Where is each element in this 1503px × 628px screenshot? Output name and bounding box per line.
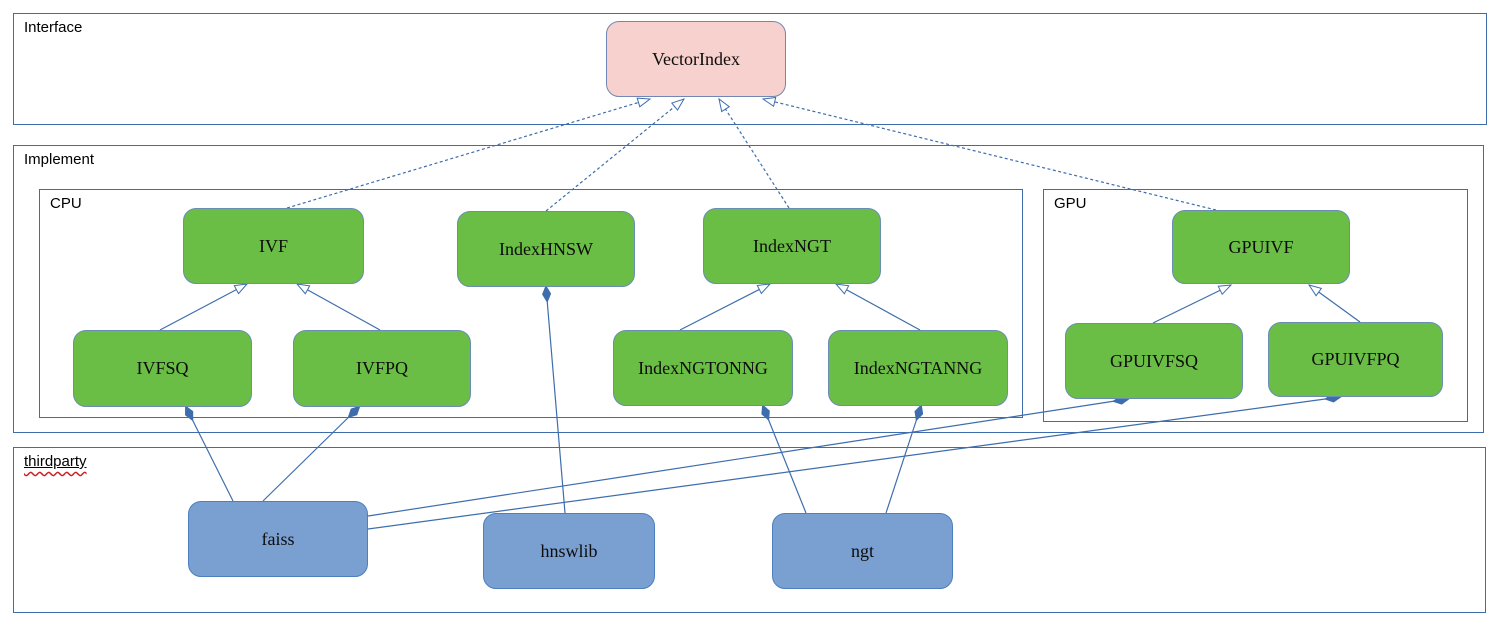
node-gpuivfpq-label: GPUIVFPQ bbox=[1311, 349, 1400, 369]
node-indexngt: IndexNGT bbox=[703, 208, 881, 284]
node-indexngtanng-label: IndexNGTANNG bbox=[853, 357, 983, 378]
node-indexngtanng: IndexNGTANNG bbox=[828, 330, 1008, 406]
node-indexngt-label: IndexNGT bbox=[753, 235, 831, 256]
container-cpu-label: CPU bbox=[50, 195, 82, 212]
node-gpuivfsq: GPUIVFSQ bbox=[1065, 323, 1243, 399]
node-gpuivf-label: GPUIVF bbox=[1228, 236, 1294, 257]
node-gpuivfpq: GPUIVFPQ bbox=[1268, 322, 1443, 397]
node-ivf-label: IVF bbox=[258, 235, 288, 256]
node-ngt: ngt bbox=[772, 513, 953, 589]
node-hnswlib-label: hnswlib bbox=[540, 540, 598, 561]
container-interface-label: Interface bbox=[24, 19, 83, 36]
node-ivf: IVF bbox=[183, 208, 364, 284]
container-thirdparty-label: thirdparty bbox=[24, 453, 87, 470]
container-implement-label: Implement bbox=[24, 151, 95, 168]
node-indexngtonng: IndexNGTONNG bbox=[613, 330, 793, 406]
node-ivfsq-label: IVFSQ bbox=[136, 358, 189, 378]
node-vectorindex: VectorIndex bbox=[606, 21, 786, 97]
node-faiss: faiss bbox=[188, 501, 368, 577]
node-faiss-label: faiss bbox=[261, 528, 295, 549]
node-hnswlib: hnswlib bbox=[483, 513, 655, 589]
container-gpu-label: GPU bbox=[1054, 195, 1087, 212]
node-indexhnsw-label: IndexHNSW bbox=[499, 238, 593, 259]
node-vectorindex-label: VectorIndex bbox=[652, 48, 740, 69]
node-indexngtonng-label: IndexNGTONNG bbox=[638, 357, 768, 378]
container-thirdparty-label-text: thirdparty bbox=[24, 453, 87, 470]
node-ivfpq-label: IVFPQ bbox=[355, 358, 408, 378]
node-gpuivf: GPUIVF bbox=[1172, 210, 1350, 284]
node-ivfpq: IVFPQ bbox=[293, 330, 471, 407]
node-indexhnsw: IndexHNSW bbox=[457, 211, 635, 287]
node-ivfsq: IVFSQ bbox=[73, 330, 252, 407]
node-gpuivfsq-label: GPUIVFSQ bbox=[1109, 350, 1199, 371]
node-ngt-label: ngt bbox=[850, 540, 874, 561]
